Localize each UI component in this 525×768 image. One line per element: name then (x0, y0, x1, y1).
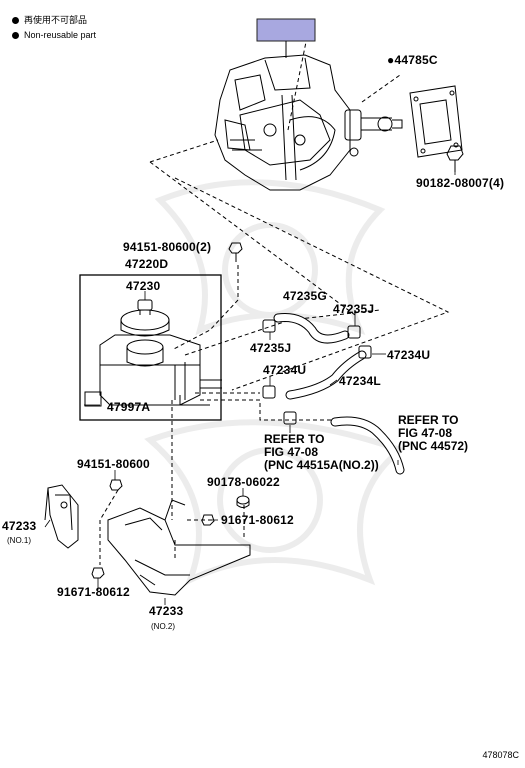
document-id: 478078C (482, 750, 519, 760)
bracket-47233-no1[interactable] (44, 484, 79, 549)
refer-left-line2: FIG 47-08 (264, 445, 319, 459)
label-90182-08007[interactable]: 90182-08007(4) (416, 176, 505, 190)
refer-left-line1: REFER TO (264, 432, 325, 446)
clip-47235j-left (262, 319, 276, 333)
nut-90182 (446, 145, 464, 172)
bullet-icon (12, 31, 19, 39)
label-47233-no2[interactable]: 47233 (149, 604, 184, 618)
label-47234u-right[interactable]: 47234U (387, 348, 431, 362)
label-47997a[interactable]: 47997A (107, 400, 151, 414)
label-leaders (44, 172, 456, 605)
label-47220d[interactable]: 47220D (125, 257, 169, 271)
brake-booster-assembly[interactable] (214, 54, 351, 191)
label-94151-80600-mid[interactable]: 94151-80600 (77, 457, 150, 471)
clip-47234u-left (262, 385, 276, 399)
bullet-icon (12, 16, 19, 24)
reservoir-tank[interactable] (99, 334, 222, 406)
highlight-box (256, 18, 316, 42)
label-90178-06022[interactable]: 90178-06022 (207, 475, 280, 489)
refer-right-line1: REFER TO (398, 413, 459, 427)
reservoir-cap-47230[interactable] (120, 299, 170, 337)
hose-47234l[interactable] (285, 350, 367, 400)
label-47233-no1-sub: (NO.1) (7, 536, 31, 545)
bolt-94151-mid (109, 479, 123, 491)
label-44785c[interactable]: ●44785C (387, 53, 438, 67)
hose-47235g[interactable] (273, 313, 350, 344)
refer-note-right[interactable]: REFER TO FIG 47-08 (PNC 44572) (398, 414, 468, 453)
leader-lines (99, 41, 450, 565)
bolt-91671-right (201, 514, 215, 526)
legend-en: Non-reusable part (12, 30, 96, 41)
legend-jp: 再使用不可部品 (12, 15, 87, 26)
label-91671-80612-right[interactable]: 91671-80612 (221, 513, 294, 527)
label-47235j-left[interactable]: 47235J (250, 341, 292, 355)
label-47233-no1[interactable]: 47233 (2, 519, 37, 533)
nut-90178 (236, 495, 250, 508)
label-47234l[interactable]: 47234L (339, 374, 381, 388)
label-47234u-left[interactable]: 47234U (263, 363, 307, 377)
booster-pushrod (344, 109, 403, 157)
clip-47235j-right (347, 325, 361, 339)
label-plate-47997a (84, 391, 102, 407)
reservoir-group-box (79, 274, 222, 421)
label-47235j-right[interactable]: 47235J (333, 302, 375, 316)
label-47233-no2-sub: (NO.2) (151, 622, 175, 631)
label-47230[interactable]: 47230 (126, 279, 161, 293)
bolt-94151-top (228, 242, 243, 262)
clip-47234u-right (358, 345, 372, 359)
label-47235g[interactable]: 47235G (283, 289, 327, 303)
refer-right-line3: (PNC 44572) (398, 439, 469, 453)
refer-note-left[interactable]: REFER TO FIG 47-08 (PNC 44515A(NO.2)) (264, 433, 379, 472)
clip-refer-left (283, 411, 297, 425)
label-94151-80600-top[interactable]: 94151-80600(2) (123, 240, 212, 254)
refer-left-line3: (PNC 44515A(NO.2)) (264, 458, 379, 472)
bolt-91671-left (91, 567, 105, 579)
hose-refer-fig47-08[interactable] (330, 416, 405, 475)
refer-right-line2: FIG 47-08 (398, 426, 453, 440)
bracket-47233-no2[interactable] (107, 499, 251, 596)
label-91671-80612-left[interactable]: 91671-80612 (57, 585, 130, 599)
